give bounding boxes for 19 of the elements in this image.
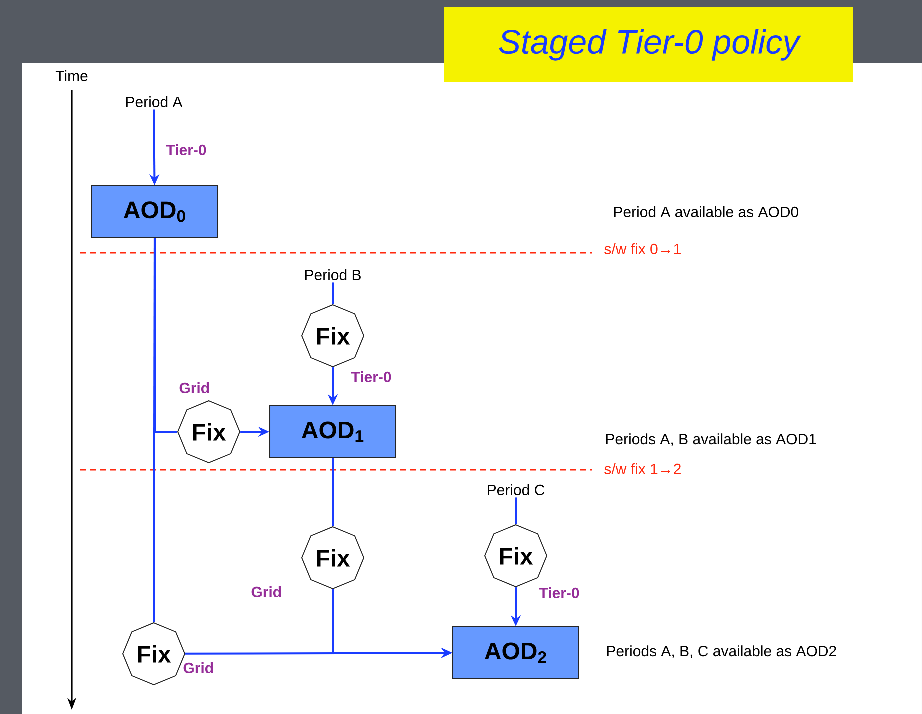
edge-label: Grid xyxy=(178,382,212,394)
aod-box: AOD$_{1}$ xyxy=(270,406,396,458)
status-note: Period A available as AOD0 xyxy=(614,206,798,218)
edge-label: Tier-0 xyxy=(165,143,208,156)
period-label: Period C xyxy=(488,484,545,496)
status-note: Periods A, B, C available as AOD2 xyxy=(607,646,836,658)
edge-label: Tier-0 xyxy=(350,370,393,384)
edge-label: Grid xyxy=(182,661,216,674)
aod-box: AOD$_{0}$ xyxy=(92,186,218,238)
status-note: Periods A, B available as AOD1 xyxy=(606,434,816,446)
period-label: Period B xyxy=(305,270,361,280)
fix-note: s/w fix 0→1 xyxy=(604,244,681,254)
aod-box: AOD$_{2}$ xyxy=(452,626,580,680)
time-label: Time xyxy=(56,70,88,82)
edge-label: Tier-0 xyxy=(538,586,581,600)
edge-label: Grid xyxy=(250,585,284,598)
title-banner: Staged Tier-0 policy xyxy=(444,8,854,82)
fix-note: s/w fix 1→2 xyxy=(604,463,681,474)
period-label: Period A xyxy=(126,96,183,108)
